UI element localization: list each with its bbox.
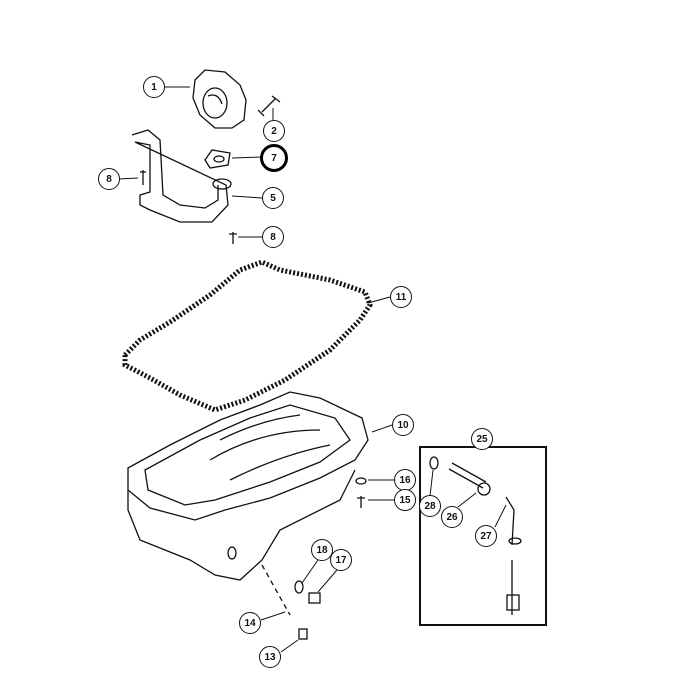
gasket-pump	[204, 149, 231, 169]
callout-7-highlighted[interactable]: 7	[260, 144, 288, 172]
bolt	[140, 170, 237, 244]
callout-11[interactable]: 11	[390, 286, 412, 308]
callout-25[interactable]: 25	[471, 428, 493, 450]
callout-17[interactable]: 17	[330, 549, 352, 571]
callout-15[interactable]: 15	[394, 489, 416, 511]
callout-28[interactable]: 28	[419, 495, 441, 517]
oil-pickup-tube	[131, 129, 232, 223]
oil-pan-gasket	[122, 259, 373, 413]
callout-16[interactable]: 16	[394, 469, 416, 491]
bolt	[357, 496, 365, 508]
callout-27[interactable]: 27	[475, 525, 497, 547]
plug	[298, 628, 308, 640]
callout-2[interactable]: 2	[263, 120, 285, 142]
callout-10[interactable]: 10	[392, 414, 414, 436]
oil-pump	[192, 69, 247, 129]
callout-26[interactable]: 26	[441, 506, 463, 528]
callout-1[interactable]: 1	[143, 76, 165, 98]
callout-8[interactable]: 8	[262, 226, 284, 248]
callout-8[interactable]: 8	[98, 168, 120, 190]
oil-pan	[127, 391, 369, 616]
drain-plug	[308, 592, 321, 604]
leader-lines	[118, 86, 507, 653]
callout-14[interactable]: 14	[239, 612, 261, 634]
callout-18[interactable]: 18	[311, 539, 333, 561]
gasket	[294, 580, 304, 594]
callout-13[interactable]: 13	[259, 646, 281, 668]
callout-5[interactable]: 5	[262, 187, 284, 209]
washer	[355, 477, 367, 485]
bolt	[257, 95, 281, 117]
